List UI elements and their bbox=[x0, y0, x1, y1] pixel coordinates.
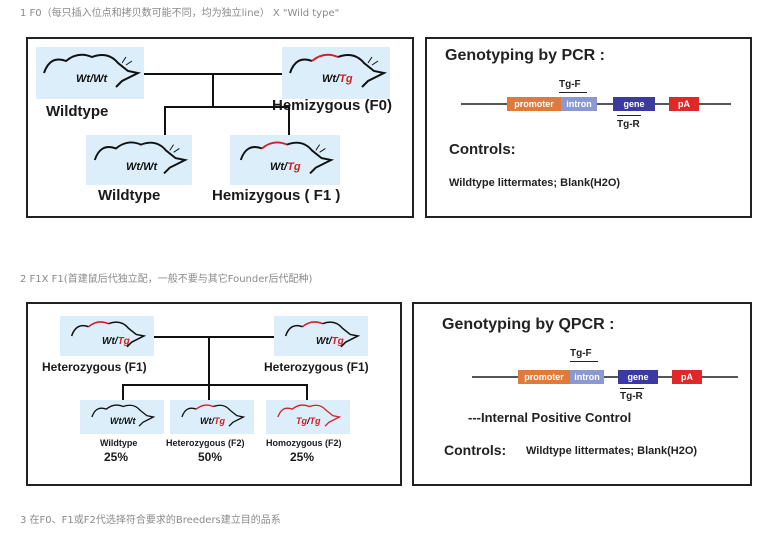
allele-wt: Wt bbox=[200, 416, 212, 426]
mating-line bbox=[154, 336, 274, 338]
allele-slash: / bbox=[328, 336, 332, 347]
primer-tg-r: Tg-R bbox=[620, 391, 643, 402]
allele-wt: Wt bbox=[270, 161, 285, 173]
segment-gene: gene bbox=[613, 97, 655, 111]
pct-child-heterozygous: 50% bbox=[198, 450, 223, 464]
allele-tg: Tg bbox=[214, 416, 226, 426]
primer-tg-f: Tg-F bbox=[570, 348, 592, 359]
segment-intron: intron bbox=[561, 97, 597, 111]
segment-promoter: promoter bbox=[518, 370, 570, 384]
f0-cross-panel: Wt/Wt Wildtype Wt/Tg Hemizygous (F0) Wt/… bbox=[26, 37, 414, 218]
mouse-icon bbox=[70, 321, 147, 348]
section-1-heading: 1 F0（每只插入位点和拷贝数可能不同，均为独立line） X "Wild ty… bbox=[20, 8, 340, 19]
qpcr-controls-text: Wildtype littermates; Blank(H2O) bbox=[526, 445, 698, 457]
primer-r-arrow bbox=[617, 115, 641, 116]
mouse-heterozygous-right: Wt/Tg bbox=[274, 316, 368, 356]
controls-text: Wildtype littermates; Blank(H2O) bbox=[449, 177, 621, 189]
pct-child-wildtype: 25% bbox=[104, 450, 129, 464]
mouse-wildtype-parent: Wt/Wt bbox=[36, 47, 144, 99]
allele-tg: Tg bbox=[309, 416, 321, 426]
primer-tg-r: Tg-R bbox=[617, 119, 640, 130]
label-parent-right: Heterozygous (F1) bbox=[264, 360, 369, 374]
child-drop-right bbox=[288, 106, 290, 136]
allele-tg: Tg bbox=[296, 416, 307, 426]
child-drop-2 bbox=[208, 384, 210, 400]
label-parent-left: Heterozygous (F1) bbox=[42, 360, 147, 374]
allele-tg: Tg bbox=[117, 336, 130, 347]
mouse-wildtype-child: Wt/Wt bbox=[86, 135, 192, 185]
allele-wt: Wt bbox=[124, 416, 136, 426]
mouse-icon bbox=[43, 53, 142, 88]
mouse-heterozygous-left: Wt/Tg bbox=[60, 316, 154, 356]
allele-wt: Wt bbox=[316, 336, 329, 347]
label-hemizygous-f0: Hemizygous (F0) bbox=[272, 97, 393, 114]
section-3-heading: 3 在F0、F1或F2代选择符合要求的Breeders建立目的品系 bbox=[20, 515, 281, 526]
allele-slash: / bbox=[307, 416, 310, 426]
segment-promoter: promoter bbox=[507, 97, 561, 111]
allele-slash: / bbox=[336, 73, 340, 85]
mouse-icon bbox=[239, 141, 335, 175]
allele-wt: Wt bbox=[102, 336, 115, 347]
allele-wt: Wt bbox=[110, 416, 122, 426]
section-2-heading: 2 F1X F1(首建鼠后代独立配，一般不要与其它Founder后代配种) bbox=[20, 274, 313, 285]
allele-wt: Wt bbox=[76, 73, 91, 85]
mouse-icon bbox=[289, 53, 388, 88]
mouse-icon bbox=[181, 404, 246, 427]
segment-pa: pA bbox=[669, 97, 699, 111]
label-child-heterozygous: Heterozygous (F2) bbox=[166, 438, 245, 448]
allele-tg: Tg bbox=[287, 161, 301, 173]
allele-wt: Wt bbox=[126, 161, 141, 173]
qpcr-title: Genotyping by QPCR : bbox=[442, 316, 615, 333]
mouse-icon bbox=[284, 321, 361, 348]
construct-backbone bbox=[472, 376, 738, 378]
primer-f-arrow bbox=[570, 361, 598, 362]
pcr-title: Genotyping by PCR : bbox=[445, 47, 605, 64]
allele-wt: Wt bbox=[93, 73, 108, 85]
allele-slash: / bbox=[121, 416, 125, 426]
mouse-hemizygous-f0: Wt/Tg bbox=[282, 47, 390, 99]
sibling-line bbox=[164, 106, 290, 108]
child-drop-1 bbox=[122, 384, 124, 400]
allele-slash: / bbox=[90, 73, 94, 85]
pcr-panel: Genotyping by PCR : Tg-F promoter intron… bbox=[425, 37, 752, 218]
label-child-wildtype: Wildtype bbox=[100, 438, 138, 448]
segment-pa: pA bbox=[672, 370, 702, 384]
descent-line bbox=[212, 73, 214, 107]
pct-child-homozygous: 25% bbox=[290, 450, 315, 464]
child-drop-3 bbox=[306, 384, 308, 400]
mouse-wildtype-f2: Wt/Wt bbox=[80, 400, 164, 434]
mouse-homozygous-f2: Tg/Tg bbox=[266, 400, 350, 434]
internal-positive-control: ---Internal Positive Control bbox=[468, 410, 632, 425]
label-wildtype-child: Wildtype bbox=[98, 187, 161, 204]
f1-cross-panel: Wt/Tg Heterozygous (F1) Wt/Tg Heterozygo… bbox=[26, 302, 402, 486]
allele-slash: / bbox=[284, 161, 288, 173]
mouse-hemizygous-f1: Wt/Tg bbox=[230, 135, 340, 185]
mouse-icon bbox=[93, 141, 189, 175]
allele-tg: Tg bbox=[339, 73, 353, 85]
mouse-heterozygous-f2: Wt/Tg bbox=[170, 400, 254, 434]
mouse-icon bbox=[91, 404, 156, 427]
descent-line bbox=[208, 336, 210, 384]
primer-f-arrow bbox=[559, 92, 587, 93]
allele-slash: / bbox=[211, 416, 215, 426]
segment-intron: intron bbox=[570, 370, 604, 384]
label-hemizygous-f1: Hemizygous ( F1 ) bbox=[212, 187, 341, 204]
label-child-homozygous: Homozygous (F2) bbox=[266, 438, 342, 448]
controls-title: Controls: bbox=[449, 141, 516, 158]
sibling-line bbox=[122, 384, 308, 386]
label-wildtype: Wildtype bbox=[46, 103, 109, 120]
child-drop-left bbox=[164, 106, 166, 136]
allele-tg: Tg bbox=[331, 336, 344, 347]
mouse-icon bbox=[277, 404, 342, 427]
primer-r-arrow bbox=[620, 388, 644, 389]
allele-slash: / bbox=[140, 161, 144, 173]
allele-wt: Wt bbox=[322, 73, 337, 85]
allele-wt: Wt bbox=[143, 161, 158, 173]
primer-tg-f: Tg-F bbox=[559, 79, 581, 90]
qpcr-controls-label: Controls: bbox=[444, 442, 507, 458]
qpcr-panel: Genotyping by QPCR : Tg-F promoter intro… bbox=[412, 302, 752, 486]
segment-gene: gene bbox=[618, 370, 658, 384]
allele-slash: / bbox=[114, 336, 118, 347]
